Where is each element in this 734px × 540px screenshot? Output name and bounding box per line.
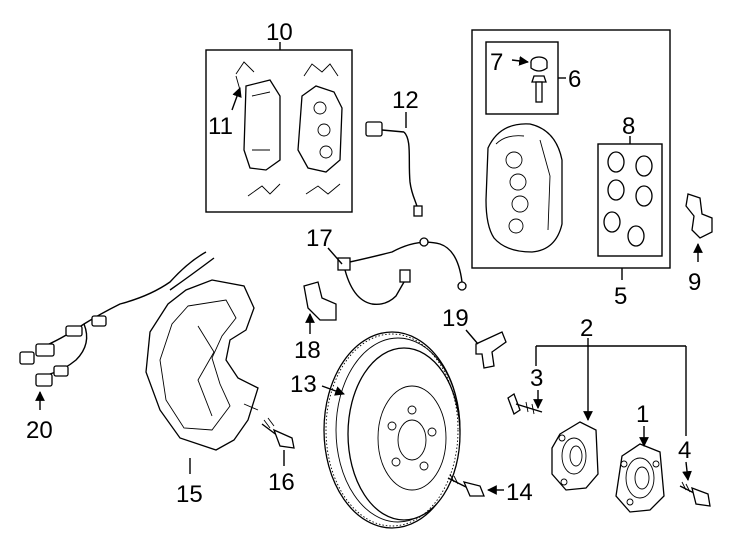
callout-3: 3 [530,365,543,392]
brake-pad-kit-box [205,49,353,213]
abs-sensor-harness [337,237,467,306]
callout-10: 10 [266,19,293,46]
pad-spring-clip [685,193,713,239]
sensor-bracket [303,281,337,321]
brake-caliper [485,123,563,253]
caliper-assembly-box [471,29,671,269]
callout-12: 12 [392,87,419,114]
callout-14: 14 [506,479,533,506]
callout-4: 4 [678,437,691,464]
pad-wear-wire [19,251,215,387]
shield-bolt [261,417,295,449]
callout-18: 18 [294,337,321,364]
wheel-hub [551,421,599,491]
wear-sensor [365,121,423,217]
piston-seals [603,151,653,247]
hub-mounting-bolt [679,481,711,507]
hub-bearing [615,443,665,513]
hose-connector [475,331,507,369]
callout-1: 1 [636,401,649,428]
hub-bolt [507,393,543,415]
callout-15: 15 [176,481,203,508]
splash-shield [145,279,259,451]
callout-13: 13 [290,371,317,398]
callout-20: 20 [26,417,53,444]
brake-pad-inner [235,61,281,171]
caliper-nut [530,56,548,72]
pad-clips [247,183,341,197]
brake-pad-outer [297,63,343,173]
brake-rotor [323,331,461,529]
callout-6: 6 [568,66,581,93]
callout-5: 5 [614,283,627,310]
callout-8: 8 [622,113,635,140]
rotor-screw [447,473,485,497]
caliper-bolt [531,75,547,103]
callout-11: 11 [208,113,233,140]
callout-17: 17 [306,225,333,252]
callout-2: 2 [580,315,593,342]
callout-9: 9 [688,269,701,296]
callout-16: 16 [268,469,295,496]
callout-19: 19 [442,305,469,332]
callout-7: 7 [490,49,503,76]
